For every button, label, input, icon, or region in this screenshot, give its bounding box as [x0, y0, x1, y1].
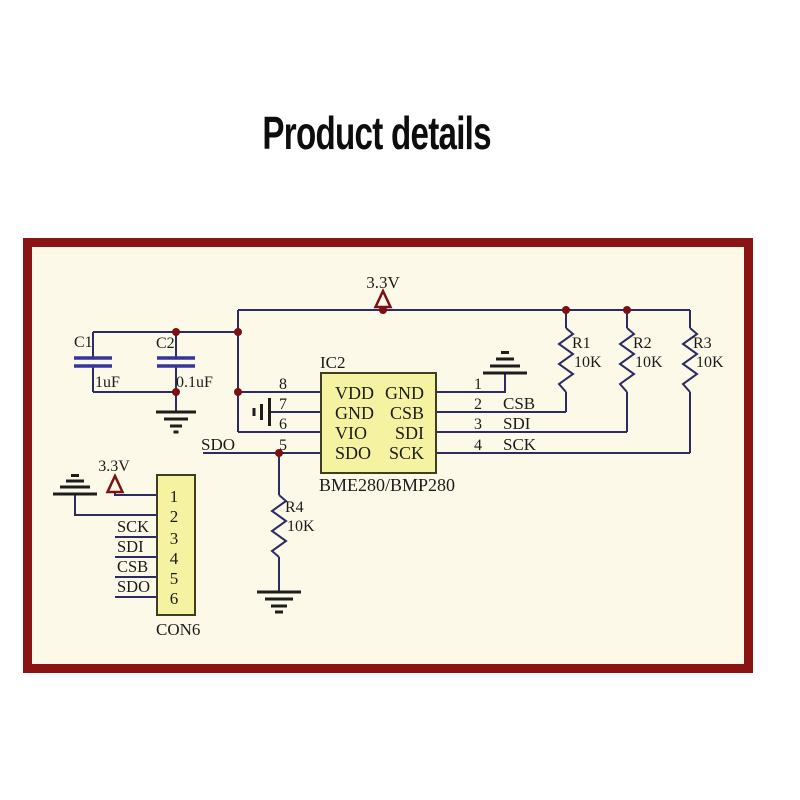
pin-name-sdi: SDI	[395, 423, 424, 443]
junction-dot	[172, 328, 180, 336]
c1-value-label: 1uF	[95, 374, 120, 391]
pin-name-sdo: SDO	[335, 443, 371, 463]
pin-number-1: 1	[474, 376, 482, 393]
resistor-r2-zigzag	[618, 327, 636, 393]
con6-pin-1: 1	[170, 487, 179, 506]
con6-pin-5: 5	[170, 569, 179, 588]
page-title: Product details	[262, 107, 492, 159]
junction-dots	[172, 306, 631, 457]
con6-ref-label: CON6	[156, 620, 200, 639]
r3-value-label: 10K	[696, 354, 724, 371]
pin-name-gnd-right: GND	[385, 383, 424, 403]
pin-name-vdd: VDD	[335, 383, 374, 403]
capacitor-c1-plates	[74, 356, 112, 368]
ic-body	[320, 372, 437, 474]
pin-number-4: 4	[474, 437, 482, 454]
net-label-sdi: SDI	[503, 414, 531, 433]
ground-icon-r4	[257, 590, 301, 614]
con6-pin-6: 6	[170, 589, 179, 608]
con6-pin-2: 2	[170, 507, 179, 526]
capacitor-c2-plates	[157, 356, 195, 368]
page-title-row: Product details	[0, 110, 754, 156]
con6-net-sck: SCK	[117, 517, 149, 536]
con6-net-sdo: SDO	[117, 577, 150, 596]
power-arrow-icon-top	[373, 288, 393, 309]
ground-icon-caps	[156, 410, 196, 434]
ground-symbols	[53, 351, 527, 614]
junction-dot	[234, 388, 242, 396]
supply-label-con6: 3.3V	[98, 458, 130, 475]
ground-icon-con6	[53, 474, 97, 496]
pin-number-6: 6	[279, 416, 287, 433]
pin-name-csb: CSB	[390, 403, 424, 423]
pin-number-7: 7	[279, 396, 287, 413]
c1-ref-label: C1	[74, 334, 93, 351]
resistor-r1-zigzag	[557, 327, 575, 393]
c2-ref-label: C2	[156, 335, 175, 352]
power-arrow-icon-con6	[105, 473, 125, 494]
net-label-csb: CSB	[503, 394, 535, 413]
wire-con-pin2	[74, 494, 157, 516]
net-label-sck: SCK	[503, 435, 537, 454]
con6-body	[156, 474, 196, 616]
junction-dot	[275, 449, 283, 457]
c2-value-label: 0.1uF	[176, 374, 213, 391]
wire-pin1-ground	[436, 374, 506, 393]
ground-icon-ic-pin1	[483, 351, 527, 375]
con6-net-csb: CSB	[117, 557, 148, 576]
pin-name-gnd-left: GND	[335, 403, 374, 423]
ic-part-label: BME280/BMP280	[319, 475, 455, 495]
junction-dot	[172, 388, 180, 396]
pin-number-3: 3	[474, 416, 482, 433]
wires	[74, 307, 691, 598]
con6-pin-4: 4	[170, 549, 179, 568]
ic-ref-label: IC2	[320, 353, 346, 372]
pin-name-sck: SCK	[389, 443, 424, 463]
con6-net-sdi: SDI	[117, 537, 144, 556]
r3-ref-label: R3	[693, 335, 712, 352]
capacitors	[74, 356, 195, 368]
junction-dot	[234, 328, 242, 336]
pin-name-vio: VIO	[335, 423, 367, 443]
ground-icon-ic-pin7	[252, 398, 271, 426]
resistor-r3-zigzag	[681, 327, 699, 393]
junction-dot	[379, 306, 387, 314]
r4-ref-label: R4	[285, 499, 304, 516]
r1-ref-label: R1	[572, 335, 591, 352]
junction-dot	[623, 306, 631, 314]
pin-number-2: 2	[474, 396, 482, 413]
resistor-r4-zigzag	[270, 494, 288, 558]
con6-pin-3: 3	[170, 529, 179, 548]
r2-value-label: 10K	[635, 354, 663, 371]
junction-dot	[562, 306, 570, 314]
pin-number-5: 5	[279, 437, 287, 454]
r4-value-label: 10K	[287, 518, 315, 535]
r1-value-label: 10K	[574, 354, 602, 371]
net-label-sdo: SDO	[201, 435, 235, 454]
pin-number-8: 8	[279, 376, 287, 393]
supply-label-top: 3.3V	[366, 273, 400, 292]
resistors	[270, 327, 699, 558]
r2-ref-label: R2	[633, 335, 652, 352]
